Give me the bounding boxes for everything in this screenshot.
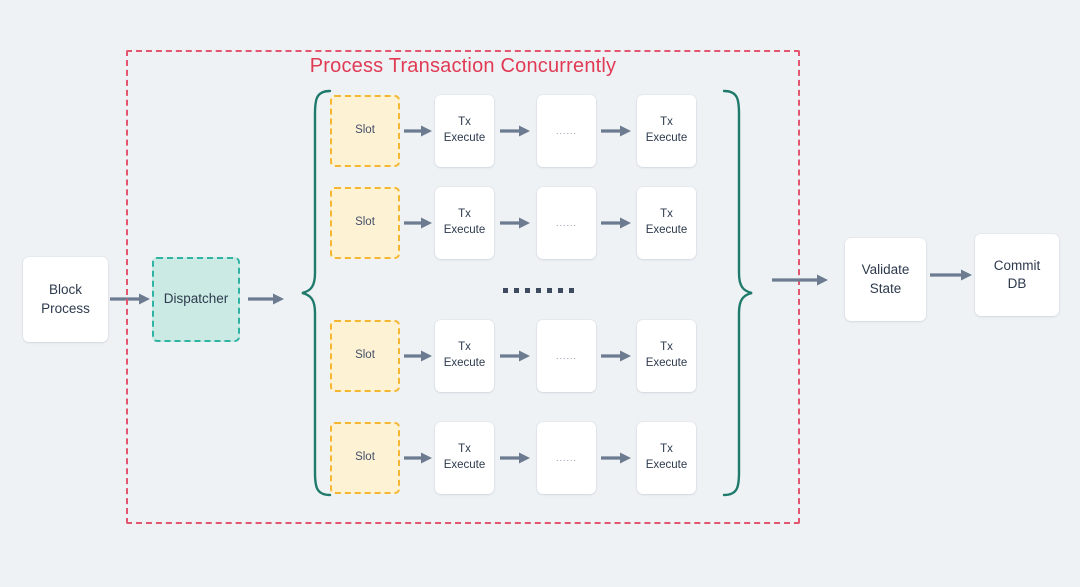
node-tx-ellipsis-label: ...... bbox=[555, 217, 577, 228]
pipeline-row: Slot Tx Execute ...... bbox=[0, 320, 720, 392]
arrow-pipeline-step bbox=[601, 452, 631, 464]
node-validate-state-label: Validate State bbox=[861, 262, 910, 296]
node-slot[interactable]: Slot bbox=[330, 187, 400, 259]
node-slot-label: Slot bbox=[355, 451, 375, 464]
separator-dot bbox=[525, 288, 530, 293]
arrow-pipeline-step bbox=[404, 452, 432, 464]
separator-dot bbox=[569, 288, 574, 293]
node-tx-ellipsis[interactable]: ...... bbox=[537, 95, 596, 167]
node-tx-execute[interactable]: Tx Execute bbox=[637, 187, 696, 259]
node-tx-ellipsis[interactable]: ...... bbox=[537, 422, 596, 494]
node-tx-ellipsis-label: ...... bbox=[555, 452, 577, 463]
node-tx-execute-label: Tx Execute bbox=[645, 116, 688, 144]
node-tx-execute[interactable]: Tx Execute bbox=[637, 320, 696, 392]
node-dispatcher[interactable]: Dispatcher bbox=[152, 257, 240, 342]
right-brace bbox=[722, 88, 754, 498]
arrow-dispatcher-to-slots bbox=[248, 293, 284, 305]
arrow-pipeline-step bbox=[601, 350, 631, 362]
node-tx-execute-label: Tx Execute bbox=[443, 341, 486, 369]
separator-dot bbox=[503, 288, 508, 293]
pipeline-row: Slot Tx Execute ...... bbox=[0, 422, 720, 494]
pipeline-row: Slot Tx Execute ...... bbox=[0, 95, 720, 167]
node-slot-label: Slot bbox=[355, 216, 375, 229]
node-dispatcher-label: Dispatcher bbox=[163, 291, 229, 307]
node-tx-ellipsis[interactable]: ...... bbox=[537, 187, 596, 259]
node-slot[interactable]: Slot bbox=[330, 95, 400, 167]
node-tx-execute-label: Tx Execute bbox=[645, 443, 688, 471]
node-slot-label: Slot bbox=[355, 124, 375, 137]
node-tx-ellipsis-label: ...... bbox=[555, 350, 577, 361]
arrow-pipeline-step bbox=[500, 125, 530, 137]
separator-dot bbox=[547, 288, 552, 293]
node-block-process[interactable]: Block Process bbox=[23, 257, 108, 342]
node-tx-ellipsis[interactable]: ...... bbox=[537, 320, 596, 392]
arrow-block-to-dispatcher bbox=[110, 293, 150, 305]
concurrent-region-boundary bbox=[126, 50, 800, 524]
arrow-pipeline-step bbox=[404, 217, 432, 229]
node-tx-execute[interactable]: Tx Execute bbox=[435, 320, 494, 392]
node-commit-db-label: Commit DB bbox=[993, 257, 1041, 291]
region-title: Process Transaction Concurrently bbox=[309, 55, 617, 77]
separator-dot bbox=[558, 288, 563, 293]
arrow-validate-to-commit bbox=[930, 269, 972, 281]
node-tx-execute-label: Tx Execute bbox=[443, 116, 486, 144]
node-tx-execute[interactable]: Tx Execute bbox=[637, 422, 696, 494]
separator-dot bbox=[514, 288, 519, 293]
separator-dot bbox=[536, 288, 541, 293]
node-slot-label: Slot bbox=[355, 349, 375, 362]
arrow-pipeline-step bbox=[404, 350, 432, 362]
pipeline-row: Slot Tx Execute ...... bbox=[0, 187, 720, 259]
arrow-pipeline-step bbox=[601, 217, 631, 229]
rows-ellipsis-separator bbox=[503, 288, 574, 293]
node-validate-state[interactable]: Validate State bbox=[845, 238, 926, 321]
arrow-slots-to-validate bbox=[772, 274, 828, 286]
node-tx-execute-label: Tx Execute bbox=[645, 341, 688, 369]
node-slot[interactable]: Slot bbox=[330, 422, 400, 494]
arrow-pipeline-step bbox=[500, 217, 530, 229]
node-tx-execute[interactable]: Tx Execute bbox=[435, 422, 494, 494]
arrow-pipeline-step bbox=[500, 452, 530, 464]
node-tx-execute-label: Tx Execute bbox=[645, 208, 688, 236]
node-block-process-label: Block Process bbox=[41, 282, 90, 316]
left-brace bbox=[300, 88, 332, 498]
node-slot[interactable]: Slot bbox=[330, 320, 400, 392]
arrow-pipeline-step bbox=[404, 125, 432, 137]
arrow-pipeline-step bbox=[500, 350, 530, 362]
arrow-pipeline-step bbox=[601, 125, 631, 137]
node-tx-execute-label: Tx Execute bbox=[443, 208, 486, 236]
node-tx-execute[interactable]: Tx Execute bbox=[435, 187, 494, 259]
node-tx-execute[interactable]: Tx Execute bbox=[435, 95, 494, 167]
node-tx-ellipsis-label: ...... bbox=[555, 125, 577, 136]
node-tx-execute[interactable]: Tx Execute bbox=[637, 95, 696, 167]
node-commit-db[interactable]: Commit DB bbox=[975, 234, 1059, 316]
node-tx-execute-label: Tx Execute bbox=[443, 443, 486, 471]
